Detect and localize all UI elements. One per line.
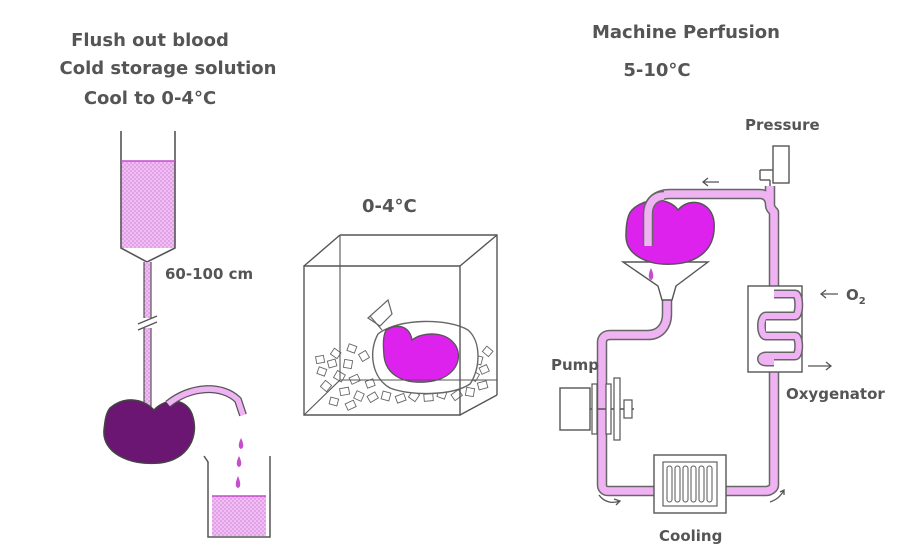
collection-beaker (203, 455, 271, 538)
perfusion-title: Machine Perfusion (592, 22, 780, 43)
oxygen-symbol: O (846, 286, 859, 304)
storage-temperature-label: 0-4°C (362, 196, 417, 217)
flush-setup (103, 131, 271, 538)
pump (559, 377, 634, 441)
height-label: 60-100 cm (165, 265, 254, 283)
perfused-organ (625, 199, 715, 265)
oxygenator-label: Oxygenator (786, 385, 885, 403)
pump-label: Pump (551, 356, 600, 374)
cooling-label: Cooling (659, 527, 723, 545)
solution-bag (120, 131, 176, 263)
perfusion-funnel (620, 261, 711, 301)
flush-tube (137, 262, 158, 410)
storage-bag (367, 298, 479, 395)
cooling-unit (653, 454, 727, 514)
flush-title-line3: Cool to 0-4°C (83, 88, 217, 109)
perfusion-temperature: 5-10°C (623, 60, 691, 81)
oxygenator (747, 285, 838, 373)
flush-title-line1: Flush out blood (71, 30, 229, 51)
flushed-organ (103, 399, 196, 465)
ice-cubes (315, 343, 494, 411)
drop-3 (235, 476, 241, 488)
drop-1 (238, 438, 244, 449)
pressure-label: Pressure (745, 116, 820, 134)
pressure-gauge (759, 145, 790, 186)
flow-arrow-bottom-left (598, 494, 622, 506)
perfusion-circuit (559, 145, 838, 514)
oxygen-label: O2 (846, 286, 866, 307)
flow-arrow-top (701, 177, 719, 187)
cold-storage-box (303, 234, 498, 416)
flow-arrow-bottom-right (769, 488, 785, 503)
flush-title-line2: Cold storage solution (59, 58, 277, 79)
oxygen-subscript: 2 (858, 296, 866, 307)
drop-2 (236, 456, 242, 467)
